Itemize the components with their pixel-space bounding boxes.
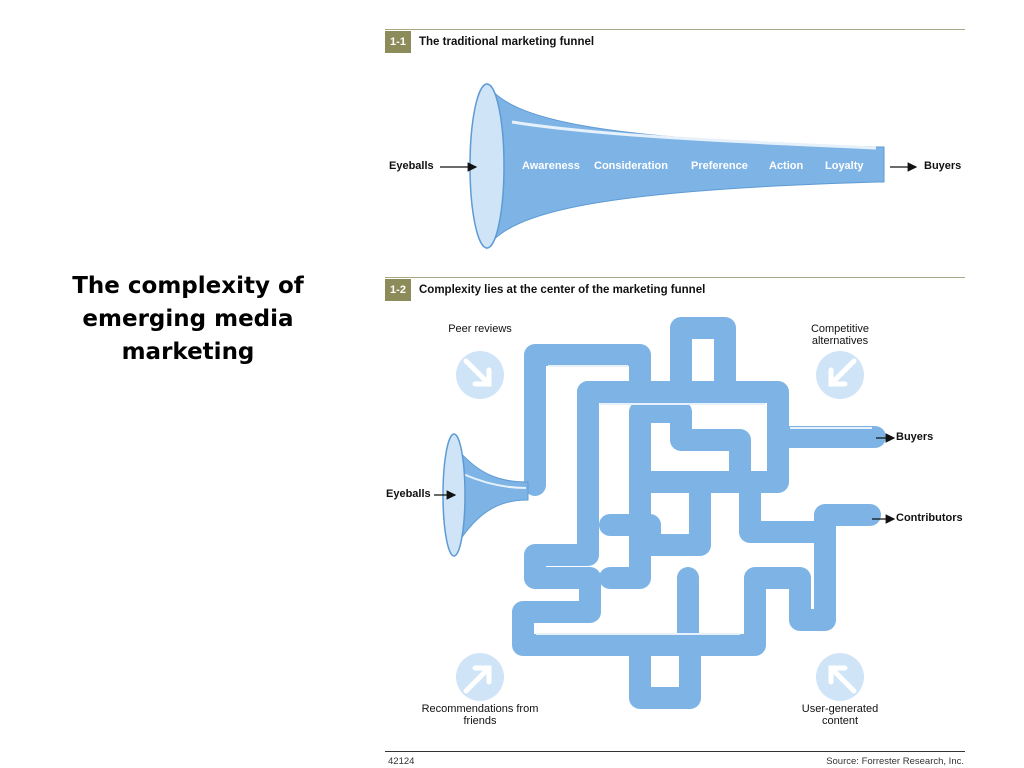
maze-contributors-label: Contributors bbox=[896, 512, 963, 524]
maze-eyeballs-label: Eyeballs bbox=[386, 488, 431, 500]
funnel-highlight bbox=[511, 120, 877, 150]
funnel-body bbox=[486, 82, 885, 250]
funnel-buyers-label: Buyers bbox=[924, 160, 962, 172]
stage-action: Action bbox=[769, 160, 804, 172]
maze-funnel-body bbox=[454, 444, 529, 550]
figure-2-rule bbox=[385, 277, 965, 278]
maze-tubes bbox=[512, 317, 886, 709]
maze-funnel-highlight bbox=[462, 473, 527, 489]
maze-buyers-label: Buyers bbox=[896, 431, 934, 443]
peer-reviews-icon bbox=[456, 351, 504, 399]
figure-1-caption: The traditional marketing funnel bbox=[419, 36, 595, 48]
stage-loyalty: Loyalty bbox=[825, 160, 864, 172]
footer-source: Source: Forrester Research, Inc. bbox=[826, 756, 964, 767]
traditional-funnel-graphic bbox=[440, 82, 918, 250]
peer-reviews-label: Peer reviews bbox=[448, 323, 512, 335]
figure-2-caption: Complexity lies at the center of the mar… bbox=[419, 284, 706, 296]
recommendations-label: Recommendations from friends bbox=[421, 703, 539, 727]
stage-awareness: Awareness bbox=[522, 160, 580, 172]
figure-1-header: 1-1 The traditional marketing funnel bbox=[385, 31, 594, 53]
recommendations-icon bbox=[456, 653, 504, 701]
slide-title: The complexity of emerging media marketi… bbox=[72, 273, 304, 365]
footer-rule bbox=[385, 751, 965, 752]
maze-highlights bbox=[536, 365, 872, 635]
figure-2-header: 1-2 Complexity lies at the center of the… bbox=[385, 279, 705, 301]
figure-1-number: 1-1 bbox=[385, 31, 411, 53]
competitive-alternatives-label: Competitive alternatives bbox=[810, 323, 870, 347]
user-generated-icon bbox=[816, 653, 864, 701]
stage-consideration: Consideration bbox=[594, 160, 668, 172]
figure-2-number: 1-2 bbox=[385, 279, 411, 301]
user-generated-label: User-generated content bbox=[801, 703, 879, 727]
funnel-eyeballs-label: Eyeballs bbox=[389, 160, 434, 172]
competitive-alternatives-icon bbox=[816, 351, 864, 399]
footer-code: 42124 bbox=[388, 756, 415, 767]
stage-preference: Preference bbox=[691, 160, 748, 172]
figure-1-rule bbox=[385, 29, 965, 30]
